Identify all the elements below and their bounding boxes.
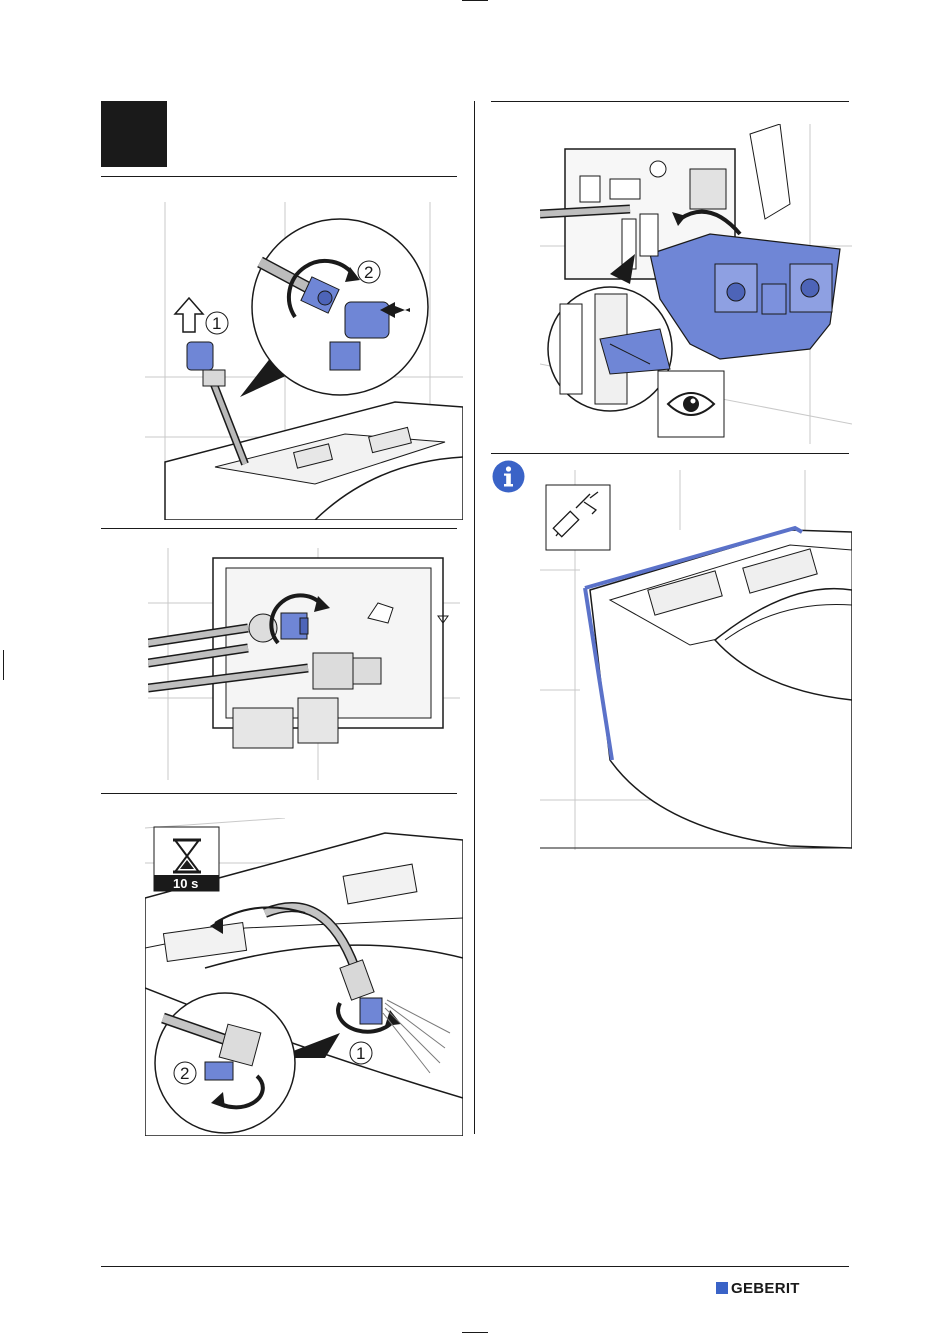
callout-2-flush: 2 <box>180 1064 189 1083</box>
divider-left-3 <box>101 793 457 794</box>
up-arrow-icon <box>175 298 203 332</box>
callout-1-flush: 1 <box>356 1044 365 1063</box>
illustration-flush-hose: 1 2 10 s <box>145 818 463 1136</box>
illustration-seal-joint <box>540 470 852 850</box>
margin-tick <box>3 650 4 680</box>
divider-right-2 <box>491 453 849 454</box>
column-divider <box>474 101 475 1134</box>
illustration-mount-bracket <box>540 124 852 444</box>
divider-left-2 <box>101 528 457 529</box>
step-number-box <box>101 101 167 167</box>
divider-right-top <box>491 101 849 102</box>
footer-rule <box>101 1266 849 1267</box>
timer-label: 10 s <box>173 876 198 891</box>
brand-name: GEBERIT <box>731 1280 800 1297</box>
illustration-remove-cap-connect-hose: 1 2 <box>145 202 463 520</box>
callout-2: 2 <box>364 263 373 282</box>
callout-1: 1 <box>212 314 221 333</box>
illustration-open-valve <box>148 548 460 780</box>
divider-left-top <box>101 176 457 177</box>
logo-square-icon <box>716 1282 728 1294</box>
geberit-logo: GEBERIT <box>716 1279 800 1297</box>
info-icon <box>492 460 525 493</box>
crop-mark-top <box>462 0 488 1</box>
